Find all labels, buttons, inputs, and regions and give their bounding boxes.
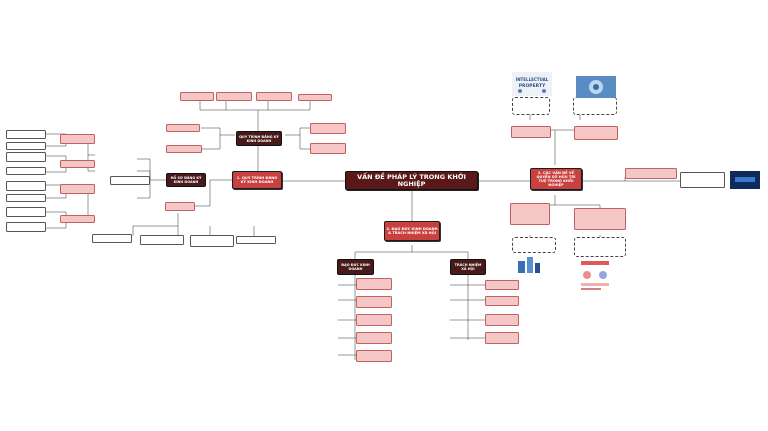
procedure-detail-box: [166, 145, 202, 153]
legal-form-node: HỒ SƠ ĐĂNG KÝ KINH DOANH: [166, 173, 206, 187]
ethics-detail-box: [356, 278, 392, 290]
ethics-detail-box: [356, 314, 392, 326]
legal-detail-box: [6, 167, 46, 175]
ethics-node: ĐẠO ĐỨC KINH DOANH: [337, 259, 374, 275]
ip-note: [512, 97, 550, 115]
svg-text:INTELLECTUAL: INTELLECTUAL: [516, 77, 549, 82]
ip-note: [512, 237, 556, 253]
central-topic: VẤN ĐỀ PHÁP LÝ TRONG KHỞI NGHIỆP: [345, 171, 478, 190]
ethics-label: [306, 317, 338, 322]
ethics-detail-box: [356, 332, 392, 344]
csr-detail-box: [485, 280, 519, 290]
branch-registration: 1. QUY TRÌNH ĐĂNG KÝ KINH DOANH: [232, 171, 282, 189]
procedure-step-box: [298, 94, 332, 101]
svg-text:PROPERTY: PROPERTY: [519, 83, 546, 89]
procedure-detail-box: [310, 143, 346, 154]
ethics-label: [306, 335, 338, 340]
ethics-detail-box: [356, 350, 392, 362]
csr-label: [418, 317, 450, 322]
legal-detail-box: [6, 142, 46, 150]
csr-detail-box: [485, 332, 519, 344]
legal-type-box: [60, 134, 95, 144]
ethics-label: [306, 282, 338, 287]
ip-detail-box: [574, 208, 626, 230]
documents-detail-box: [140, 235, 184, 245]
ip-detail-box: [510, 203, 550, 225]
documents-detail-box: [92, 234, 132, 243]
csr-label: [418, 298, 450, 303]
legal-detail-box: [6, 152, 46, 162]
branch-ethics: 3. ĐẠO ĐỨC KINH DOANH & TRÁCH NHIỆM XÃ H…: [384, 221, 440, 241]
ip-detail-box: [625, 168, 677, 179]
legal-type-box: [60, 215, 95, 223]
legal-detail-box: [6, 130, 46, 139]
infographic-image: [577, 259, 613, 293]
legal-detail-box: [6, 181, 46, 191]
legal-detail-box: [6, 207, 46, 217]
ip-detail-box: [574, 126, 618, 140]
ethics-label: [306, 352, 338, 357]
ip-detail-box: [511, 126, 551, 138]
ethics-label: [306, 298, 338, 303]
legal-type-box: [60, 160, 95, 168]
procedure-step-box: [256, 92, 292, 101]
legal-type-box: [60, 184, 95, 194]
procedure-step-box: [216, 92, 252, 101]
documents-detail-box: [190, 235, 234, 247]
brand-image: [730, 171, 760, 189]
legal-detail-box: [6, 222, 46, 232]
ethics-detail-box: [356, 296, 392, 308]
documents-detail-box: [236, 236, 276, 244]
procedure-step-box: [180, 92, 214, 101]
ip-detail-box: [680, 172, 725, 188]
ip-note: [574, 237, 626, 257]
csr-detail-box: [485, 296, 519, 306]
legal-detail-box: [6, 194, 46, 202]
csr-detail-box: [485, 314, 519, 326]
csr-node: TRÁCH NHIỆM XÃ HỘI: [450, 259, 486, 275]
branch-ip: 2. CÁC VẤN ĐỀ VỀ QUYỀN SỞ HỮU TRÍ TUỆ TR…: [530, 168, 582, 190]
csr-label: [418, 282, 450, 287]
csr-label: [418, 335, 450, 340]
registration-procedure-node: QUY TRÌNH ĐĂNG KÝ KINH DOANH: [236, 131, 282, 146]
documents-box: [165, 202, 195, 211]
procedure-detail-box: [310, 123, 346, 134]
intellectual-property-image: INTELLECTUAL PROPERTY: [512, 72, 552, 96]
ip-note: [573, 97, 617, 115]
tech-image: [576, 76, 616, 98]
procedure-detail-box: [166, 124, 200, 132]
illustration-image: [515, 255, 543, 275]
legal-form-sub: [110, 176, 150, 185]
